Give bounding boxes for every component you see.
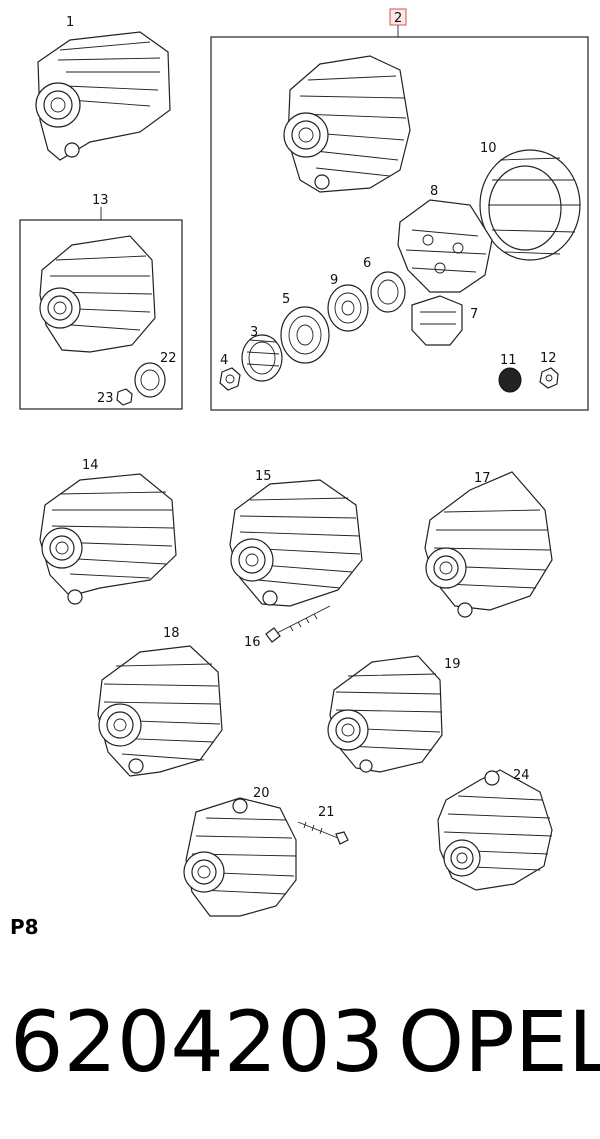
alternator-13[interactable] — [39, 235, 156, 353]
alternator-2[interactable] — [283, 55, 411, 193]
callout-3: 3 — [250, 325, 258, 340]
callout-1: 1 — [66, 15, 74, 30]
callout-8: 8 — [430, 184, 438, 199]
part-number: 6204203 — [10, 993, 385, 1091]
callout-16: 16 — [244, 635, 261, 650]
callout-9: 9 — [330, 273, 338, 288]
pulley-3[interactable] — [241, 334, 283, 382]
brand-name: OPEL — [398, 993, 600, 1091]
stator-10[interactable] — [479, 149, 581, 261]
callout-19: 19 — [444, 657, 461, 672]
callout-14: 14 — [82, 458, 99, 473]
callout-10: 10 — [480, 141, 497, 156]
bearing-5[interactable] — [280, 306, 330, 364]
callout-12: 12 — [540, 351, 557, 366]
alternator-19[interactable] — [327, 655, 443, 773]
callout-2: 2 — [394, 11, 402, 26]
cap-11[interactable] — [498, 367, 522, 393]
nut-23[interactable] — [116, 388, 133, 406]
alternator-15[interactable] — [229, 479, 363, 607]
page-code: P8 — [10, 915, 39, 939]
alternator-17[interactable] — [424, 471, 553, 618]
callout-11: 11 — [500, 353, 517, 368]
callout-23: 23 — [97, 391, 114, 406]
callout-2-box — [389, 8, 407, 26]
callout-5: 5 — [282, 292, 290, 307]
bearing-9[interactable] — [327, 284, 369, 332]
callout-24: 24 — [513, 768, 530, 783]
callout-6: 6 — [363, 256, 371, 271]
callout-21: 21 — [318, 805, 335, 820]
callout-13: 13 — [92, 193, 109, 208]
alternator-14[interactable] — [39, 473, 177, 605]
bolt-16[interactable] — [265, 605, 331, 643]
callout-20: 20 — [253, 786, 270, 801]
nut-4[interactable] — [219, 367, 241, 391]
callout-22: 22 — [160, 351, 177, 366]
alternator-18[interactable] — [97, 645, 223, 777]
pulley-22[interactable] — [134, 362, 166, 398]
nut-12[interactable] — [539, 367, 559, 389]
alternator-24[interactable] — [437, 769, 553, 891]
callout-4: 4 — [220, 353, 228, 368]
slip-ring-6[interactable] — [370, 271, 406, 313]
assembly-2-frame — [210, 36, 589, 411]
callout-17: 17 — [474, 471, 491, 486]
callout-15: 15 — [255, 469, 272, 484]
alternator-20[interactable] — [183, 797, 297, 917]
bolt-21[interactable] — [297, 821, 349, 845]
rectifier-8[interactable] — [397, 199, 493, 293]
regulator-7[interactable] — [411, 295, 463, 346]
alternator-parts-diagram: 1 2 3 4 5 6 7 8 9 10 11 12 13 14 15 16 1… — [19, 8, 589, 917]
callout-18: 18 — [163, 626, 180, 641]
callout-7: 7 — [470, 307, 478, 322]
alternator-1[interactable] — [35, 31, 171, 161]
